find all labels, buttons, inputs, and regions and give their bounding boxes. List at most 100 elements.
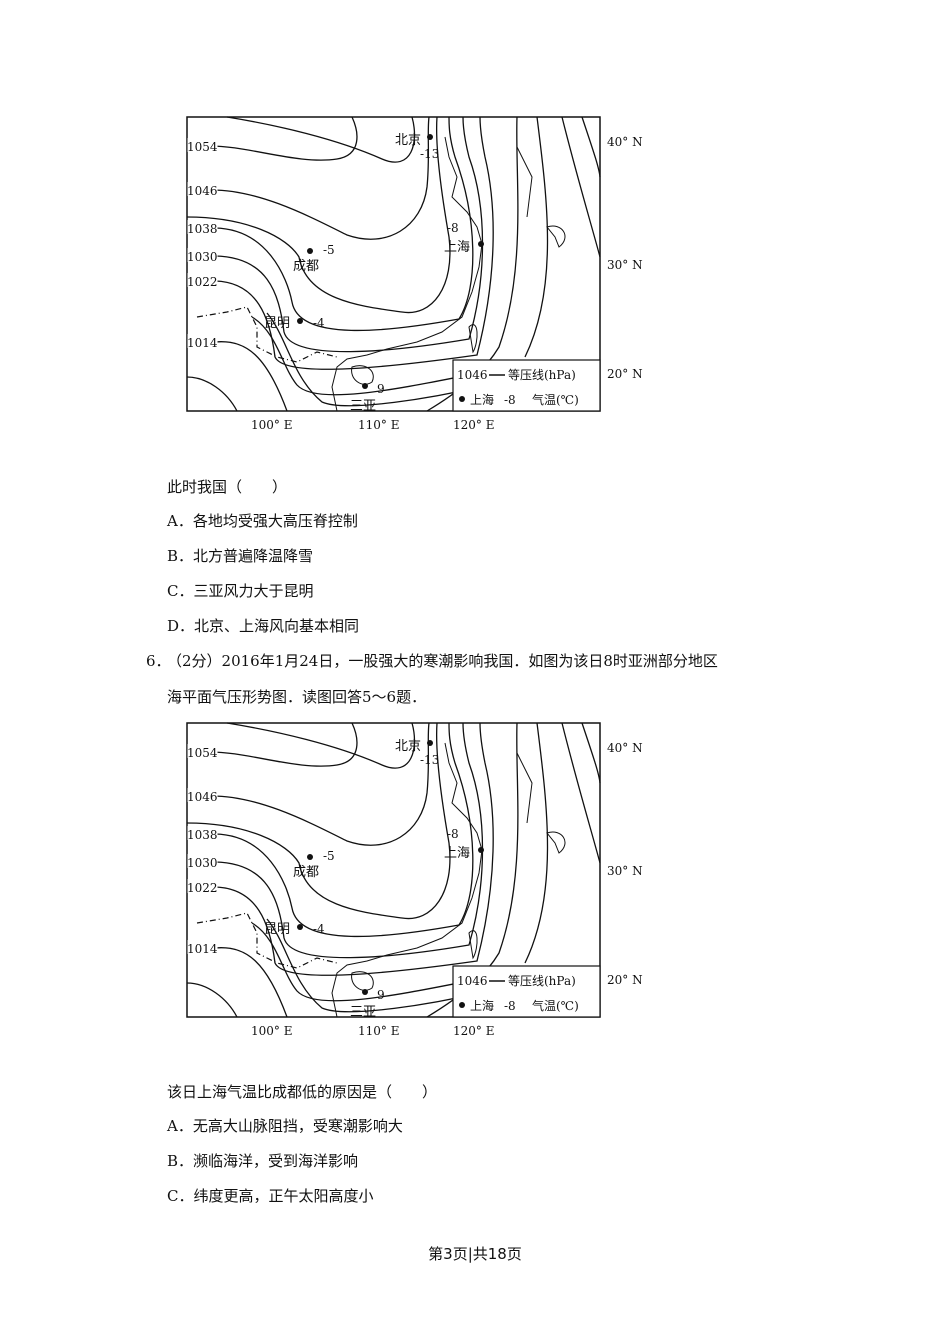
- city-temp-shanghai: -8: [447, 221, 459, 235]
- isobar-line: [214, 116, 494, 370]
- city-temp-beijing: -13: [420, 147, 439, 161]
- isobar-line: [226, 116, 416, 163]
- city-dot-chengdu: [307, 248, 313, 254]
- city-name-shanghai: 上海: [444, 846, 470, 861]
- border-line: [196, 306, 338, 363]
- isobar-label: 1054: [187, 746, 218, 760]
- legend-temp-text: 气温(℃): [532, 998, 579, 1013]
- isobar-label: 1014: [187, 942, 218, 956]
- city-name-chengdu: 成都: [293, 259, 319, 274]
- city-temp-chengdu: -5: [323, 243, 335, 257]
- isobar-label: 1046: [187, 790, 218, 804]
- isobar-line: [214, 722, 474, 938]
- city-name-kunming: 昆明: [264, 922, 290, 937]
- isobar-line: [214, 116, 474, 332]
- isobar-label: 1030: [187, 856, 218, 870]
- q5-option-d: D．北京、上海风向基本相同: [167, 617, 360, 635]
- korea-japan-outline: [516, 146, 566, 248]
- isobar-line: [214, 722, 494, 976]
- isobar-line: [266, 312, 480, 407]
- legend-city-dot: [459, 396, 465, 402]
- taiwan-outline: [468, 930, 478, 960]
- korea-japan-outline: [516, 752, 566, 854]
- city-temp-sanya: 9: [377, 382, 385, 396]
- city-dot-beijing: [427, 134, 433, 140]
- city-dot-chengdu: [307, 854, 313, 860]
- isobar-line: [561, 722, 601, 864]
- city-temp-beijing: -13: [420, 753, 439, 767]
- city-dot-sanya: [362, 383, 368, 389]
- q5-option-c: C．三亚风力大于昆明: [167, 582, 314, 600]
- legend-city-dot: [459, 1002, 465, 1008]
- q6-option-a: A．无高大山脉阻挡，受寒潮影响大: [167, 1117, 403, 1135]
- longitude-label: 120° E: [453, 418, 494, 432]
- isobar-line: [208, 116, 430, 240]
- q6-stem: 该日上海气温比成都低的原因是（ ）: [167, 1083, 438, 1101]
- city-temp-kunming: -4: [313, 316, 325, 330]
- page-footer: 第3页|共18页: [428, 1245, 522, 1263]
- isobar-line: [186, 376, 238, 412]
- legend-isobar-text: 等压线(hPa): [508, 974, 576, 988]
- isobar-line: [581, 722, 601, 784]
- isobar-label: 1038: [187, 222, 218, 236]
- isobar-label: 1014: [187, 336, 218, 350]
- latitude-label: 20° N: [607, 367, 643, 381]
- q5-option-b: B．北方普遍降温降雪: [167, 547, 314, 565]
- city-name-beijing: 北京: [395, 739, 421, 754]
- city-temp-sanya: 9: [377, 988, 385, 1002]
- legend-temp-text: 气温(℃): [532, 392, 579, 407]
- city-name-chengdu: 成都: [293, 865, 319, 880]
- isobar-label: 1046: [187, 184, 218, 198]
- longitude-label: 100° E: [251, 418, 292, 432]
- border-line: [196, 912, 338, 969]
- city-dot-beijing: [427, 740, 433, 746]
- city-name-sanya: 三亚: [350, 1005, 376, 1020]
- latitude-label: 40° N: [607, 135, 643, 149]
- city-dot-sanya: [362, 989, 368, 995]
- legend-isobar-value: 1046: [457, 368, 488, 382]
- q6-line2: 海平面气压形势图．读图回答5～6题．: [167, 688, 427, 706]
- q5-stem: 此时我国（ ）: [167, 478, 288, 496]
- isobar-line: [214, 116, 484, 353]
- longitude-label: 110° E: [358, 1024, 399, 1038]
- isobar-line: [251, 316, 480, 396]
- isobar-line: [524, 116, 549, 358]
- longitude-label: 120° E: [453, 1024, 494, 1038]
- latitude-label: 30° N: [607, 258, 643, 272]
- isobar-line: [186, 116, 451, 314]
- isobar-line: [186, 982, 238, 1018]
- isobar-line: [214, 722, 484, 959]
- isobar-line: [226, 722, 416, 769]
- q6-option-b: B．濒临海洋，受到海洋影响: [167, 1152, 359, 1170]
- coastline: [331, 742, 483, 1018]
- isobar-line: [186, 722, 451, 920]
- isobar-line: [206, 722, 358, 767]
- q6-number: 6．: [146, 652, 171, 670]
- isobar-label: 1038: [187, 828, 218, 842]
- isobar-line: [581, 116, 601, 178]
- isobar-label: 1022: [187, 275, 218, 289]
- legend-temp: -8: [504, 393, 516, 407]
- city-name-kunming: 昆明: [264, 316, 290, 331]
- hainan-outline: [351, 971, 374, 991]
- isobar-line: [266, 918, 480, 1013]
- legend-temp: -8: [504, 999, 516, 1013]
- city-dot-shanghai: [478, 847, 484, 853]
- isobar-label: 1054: [187, 140, 218, 154]
- isobar-line: [251, 922, 480, 1002]
- city-name-sanya: 三亚: [350, 399, 376, 414]
- isobar-line: [214, 947, 288, 1018]
- isobar-line: [206, 116, 358, 161]
- taiwan-outline: [468, 324, 478, 354]
- city-dot-kunming: [297, 924, 303, 930]
- isobar-line: [214, 341, 288, 412]
- city-temp-chengdu: -5: [323, 849, 335, 863]
- isobar-line: [524, 722, 549, 964]
- longitude-label: 100° E: [251, 1024, 292, 1038]
- coastline: [331, 136, 483, 412]
- latitude-label: 40° N: [607, 741, 643, 755]
